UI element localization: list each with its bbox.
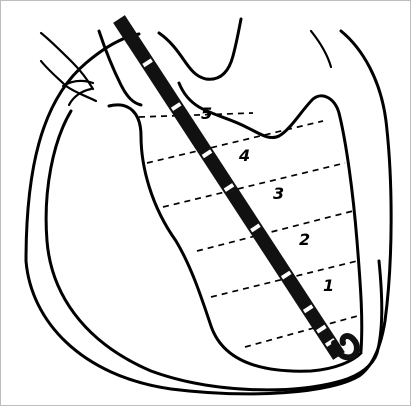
segment-label-1: 1 xyxy=(323,276,334,295)
segment-labels: 5 4 3 2 1 xyxy=(201,104,334,295)
segment-label-3: 3 xyxy=(273,184,284,203)
segment-label-4: 4 xyxy=(238,146,250,165)
segment-label-5: 5 xyxy=(201,104,212,123)
segment-label-2: 2 xyxy=(299,230,310,249)
catheter-tip xyxy=(334,336,357,357)
